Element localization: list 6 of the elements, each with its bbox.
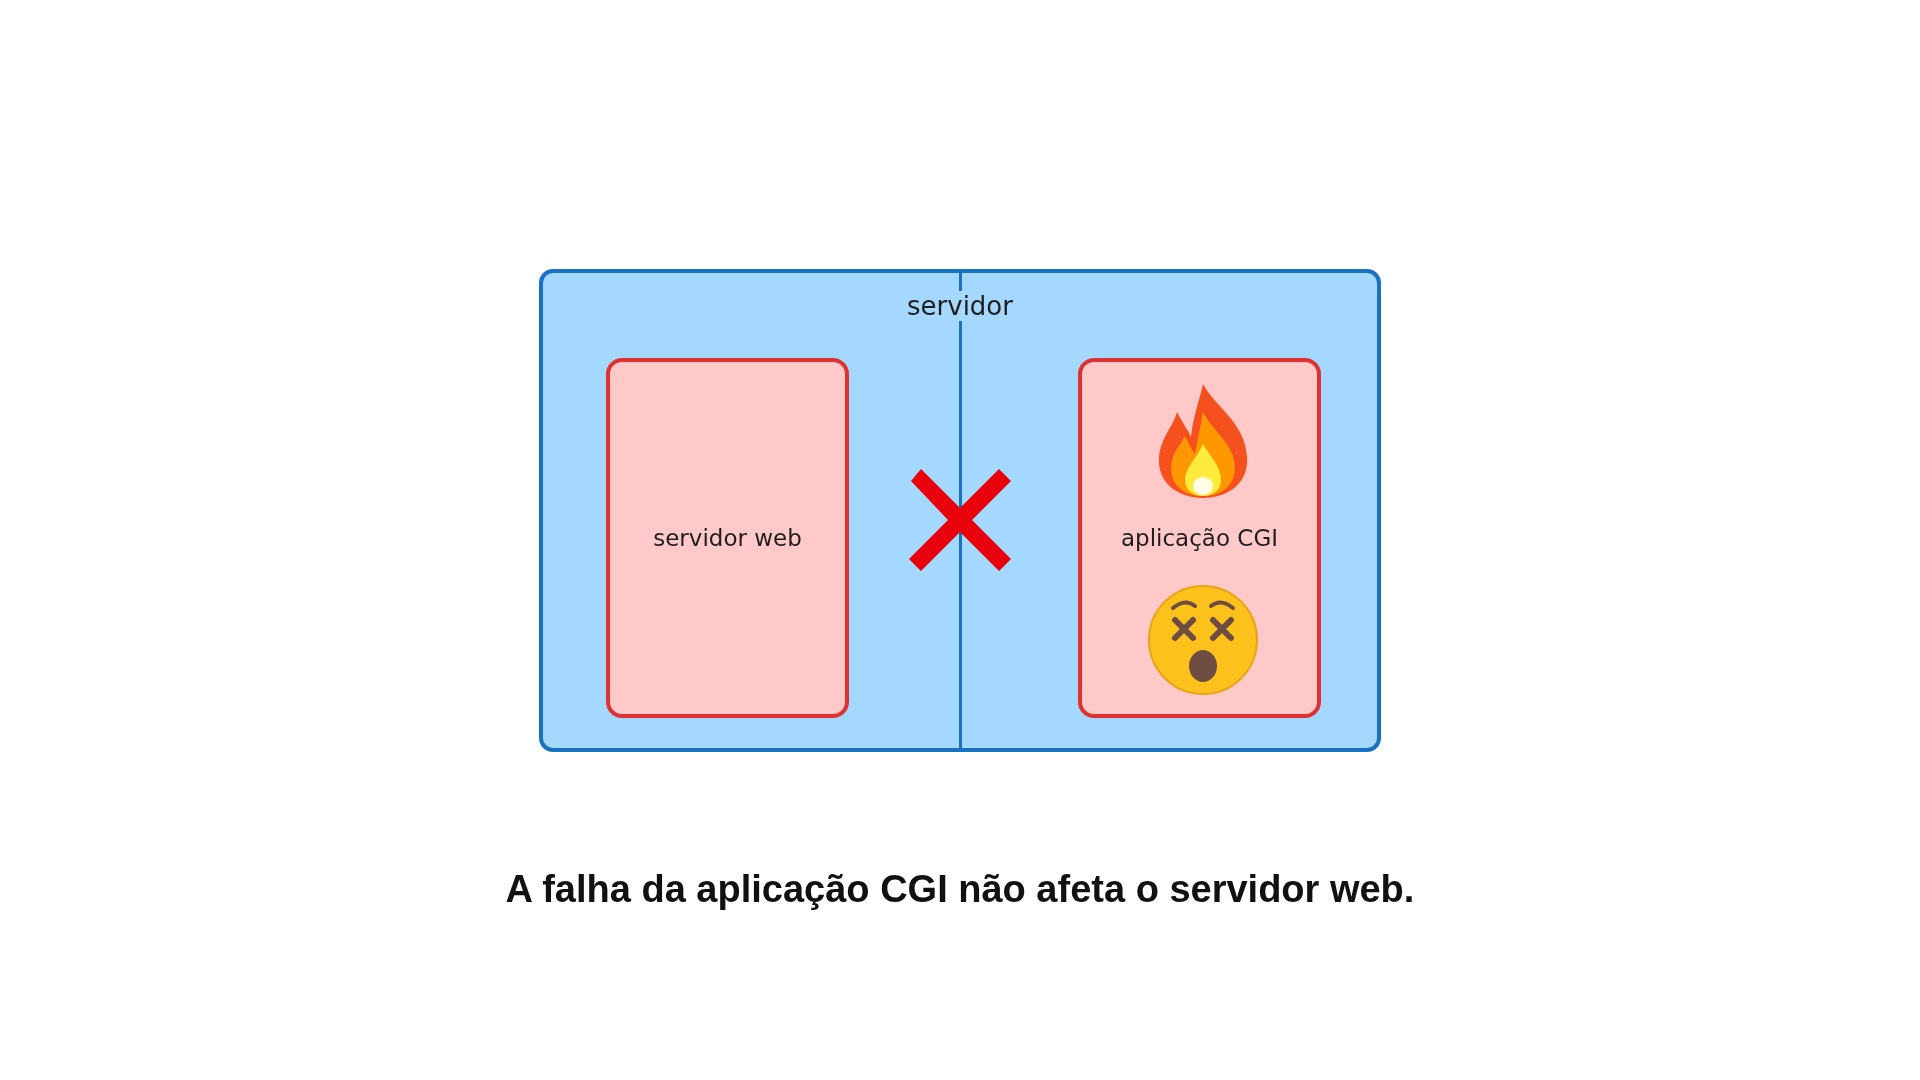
caption: A falha da aplicação CGI não afeta o servidor web. (505, 868, 1415, 911)
process-box (606, 358, 849, 718)
box-label: servidor web (653, 525, 802, 551)
box-label: aplicação CGI (1121, 525, 1278, 551)
server-container (539, 269, 1381, 752)
process-box (1078, 358, 1321, 718)
